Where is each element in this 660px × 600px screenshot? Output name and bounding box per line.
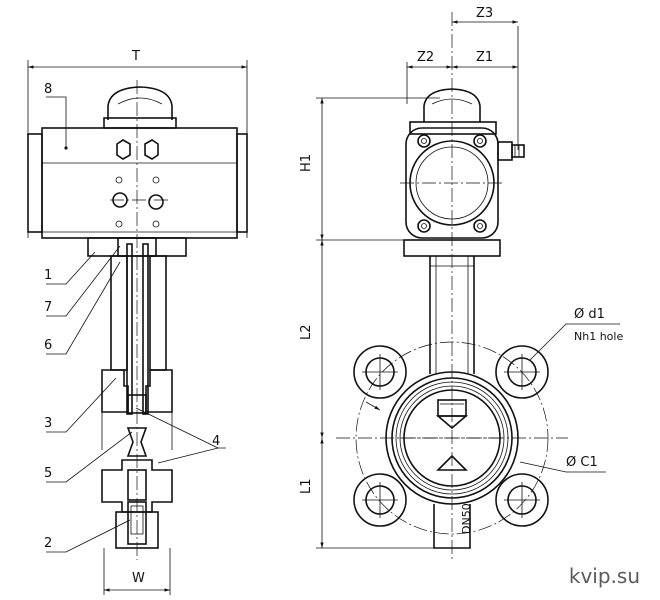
dimension-l1-label: L1 [299,478,314,494]
dimension-z: Z3 Z2 Z1 [406,6,519,150]
dimension-t: T [27,49,248,238]
dimension-heights: H1 L2 L1 [299,97,440,549]
part-callouts: 8 1 7 6 3 5 4 2 [44,82,226,553]
actuator-front [400,88,525,239]
hole-callouts: Ø d1 Nh1 hole Ø C1 [365,307,623,473]
dimension-w: W [103,548,171,595]
actuator-left [27,86,248,239]
body-mark-label: DN50 [460,503,473,534]
dimension-z2-label: Z2 [417,50,434,65]
dimension-l2-label: L2 [299,324,314,340]
hole-count-label: Nh1 hole [574,330,623,343]
body-lower-section [101,459,173,549]
neck-front [429,256,475,374]
mounting-flange-front [403,239,501,257]
disc-section [126,427,148,457]
part-label-5: 5 [44,466,52,481]
bolt-circle-label: Ø C1 [566,455,598,470]
part-label-3: 3 [44,416,52,431]
watermark-text: kvip.su [568,564,640,588]
part-label-2: 2 [44,536,52,551]
disc-front [435,399,469,471]
bottom-boss: DN50 [433,503,473,549]
part-label-8: 8 [44,82,52,97]
dimension-t-label: T [131,49,140,64]
body-upper-section [101,369,173,450]
dimension-w-label: W [132,571,145,586]
part-label-7: 7 [44,300,52,315]
part-label-6: 6 [44,338,52,353]
part-label-4: 4 [212,434,220,449]
valve-body [355,341,549,535]
hole-diameter-label: Ø d1 [574,307,605,322]
body-lugs [353,345,549,527]
dimension-z1-label: Z1 [476,50,493,65]
dimension-z3-label: Z3 [476,6,493,21]
left-section-view: T [27,49,248,595]
dimension-h1-label: H1 [299,154,314,172]
right-front-view: Z3 Z2 Z1 H1 L2 L1 [299,6,623,560]
part-label-1: 1 [44,268,52,283]
